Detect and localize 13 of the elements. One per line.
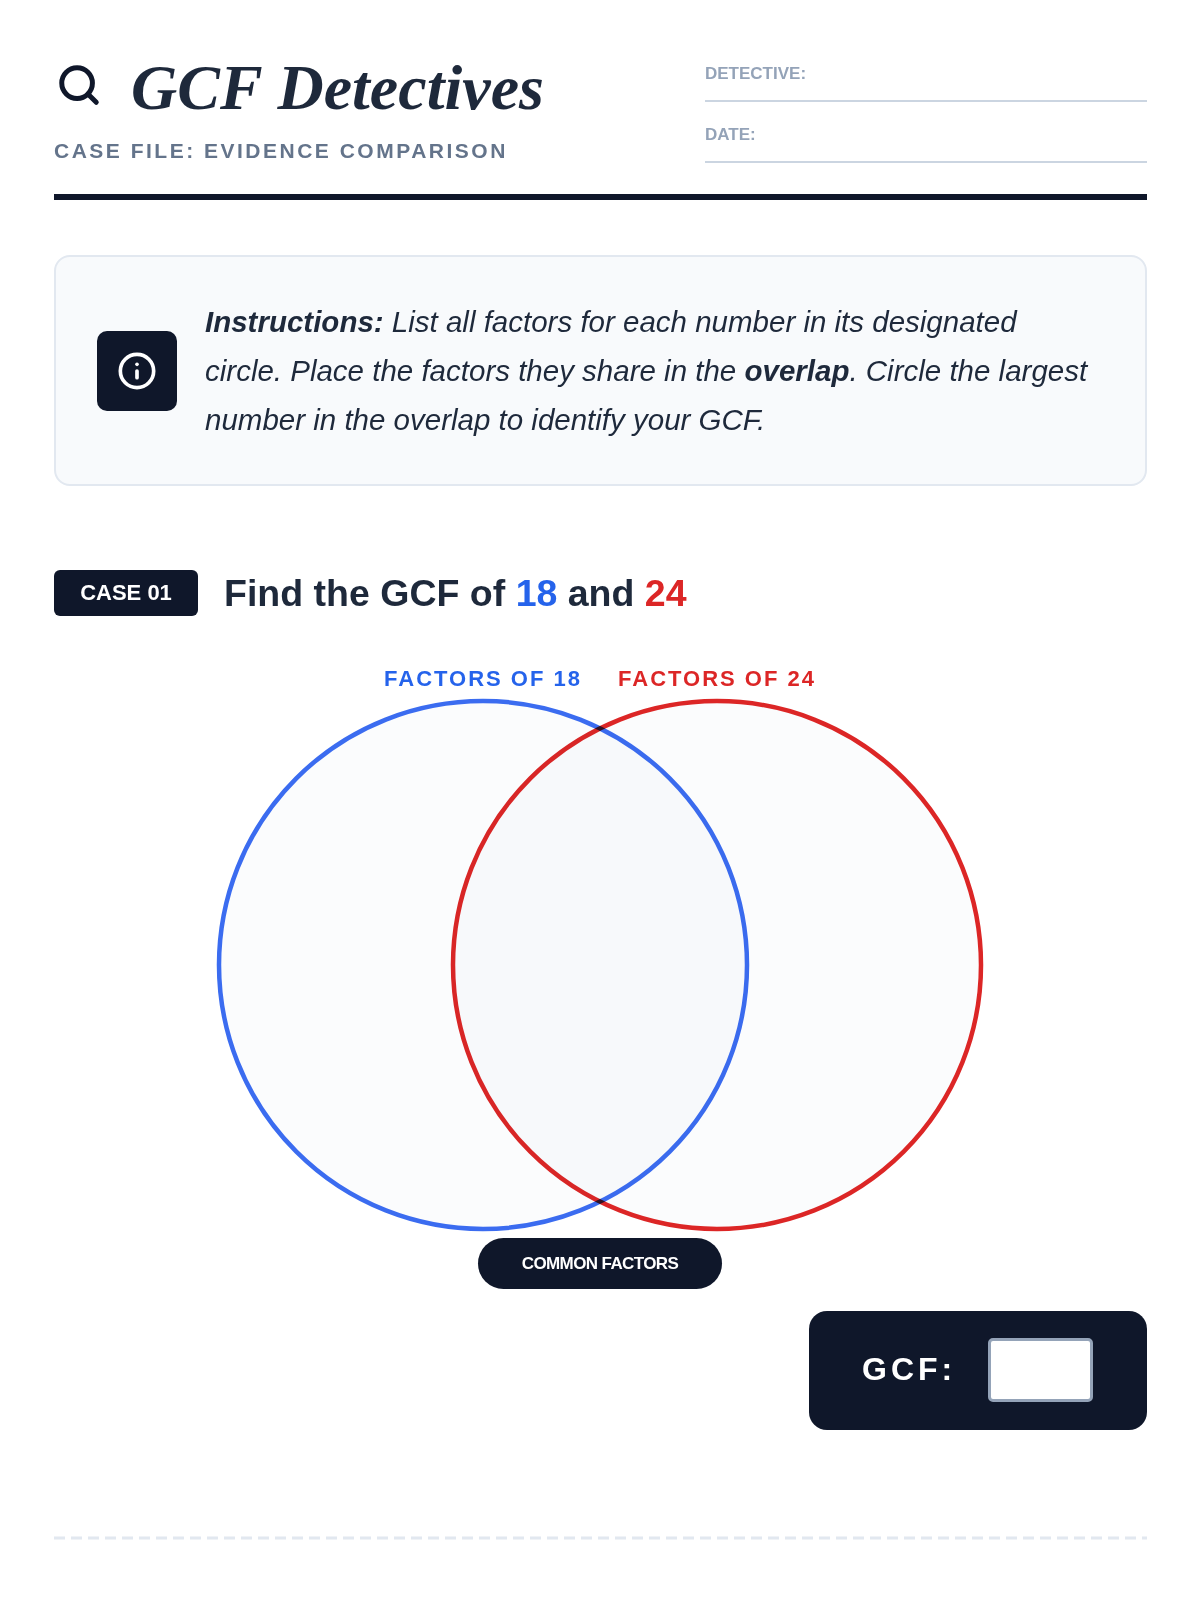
circle-heading: FACTORS OF 18 [384, 668, 582, 690]
field-label: DETECTIVE: [705, 65, 807, 82]
case-number-tag: CASE 01 [54, 570, 198, 616]
overlap-label-tag: COMMON FACTORS [478, 1238, 722, 1289]
page-title: GCF Detectives [131, 56, 544, 120]
instructions-text: Instructions: List all factors for each number in its designated circle. Place the factors they share in the overlap. Circle the largest number in the overlap to identify your GCF. [205, 304, 1089, 438]
case-heading: Find the GCF of 18 and 24 [224, 571, 687, 616]
circle-heading: FACTORS OF 24 [618, 668, 816, 690]
instructions-panel [54, 255, 1147, 486]
field-label: DATE: [705, 126, 756, 143]
answer-panel [809, 1311, 1147, 1430]
case-file-subtitle: CASE FILE: EVIDENCE COMPARISON [54, 140, 508, 161]
answer-label: GCF: [862, 1353, 957, 1385]
